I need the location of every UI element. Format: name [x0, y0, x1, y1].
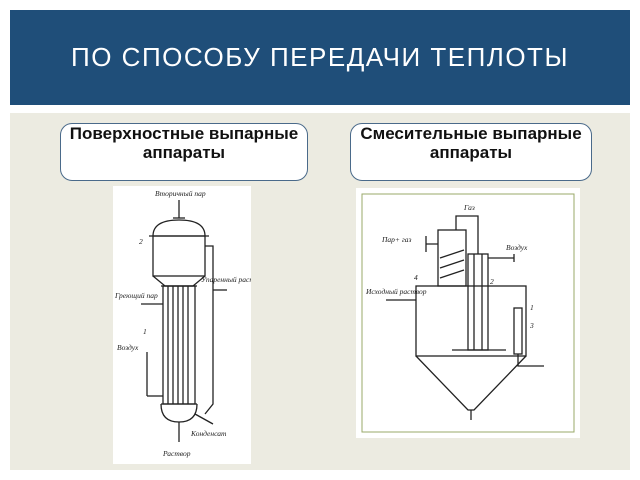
label-initial-solution: Исходный раствор	[365, 287, 427, 296]
label-num-1-right: 1	[530, 303, 534, 312]
title-banner: ПО СПОСОБУ ПЕРЕДАЧИ ТЕПЛОТЫ	[10, 10, 630, 105]
label-air: Воздух	[117, 343, 139, 352]
label-air-right: Воздух	[506, 243, 528, 252]
label-steam-gas: Пар+ газ	[381, 235, 412, 244]
surface-evaporators-heading: Поверхностные выпарные аппараты	[60, 123, 308, 181]
surface-evaporators-heading-text: Поверхностные выпарные аппараты	[69, 124, 299, 162]
label-solution: Раствор	[162, 449, 191, 458]
label-num-4: 4	[414, 273, 418, 282]
page-title: ПО СПОСОБУ ПЕРЕДАЧИ ТЕПЛОТЫ	[71, 42, 569, 72]
mixing-evaporators-heading: Смесительные выпарные аппараты	[350, 123, 592, 181]
label-heating-steam: Греющий пар	[114, 291, 158, 300]
mixing-evaporator-drawing: Пар+ газ Газ Воздух 4 2 Исходный раствор…	[361, 193, 575, 433]
label-evaporated-solution: Упаренный раствор	[201, 275, 251, 284]
label-num-1: 1	[143, 327, 147, 336]
label-condensate: Конденсат	[190, 429, 227, 438]
label-gas: Газ	[463, 203, 475, 212]
surface-evaporator-drawing: Вторичный пар 2 Греющий пар 1 Упаренный …	[114, 189, 251, 458]
label-num-2-right: 2	[490, 277, 494, 286]
label-num-2: 2	[139, 237, 143, 246]
mixing-evaporators-heading-text: Смесительные выпарные аппараты	[360, 124, 582, 162]
surface-evaporator-diagram: Вторичный пар 2 Греющий пар 1 Упаренный …	[113, 186, 251, 464]
label-secondary-steam: Вторичный пар	[155, 189, 206, 198]
mixing-evaporator-diagram: Пар+ газ Газ Воздух 4 2 Исходный раствор…	[356, 188, 580, 438]
label-num-3: 3	[529, 321, 534, 330]
